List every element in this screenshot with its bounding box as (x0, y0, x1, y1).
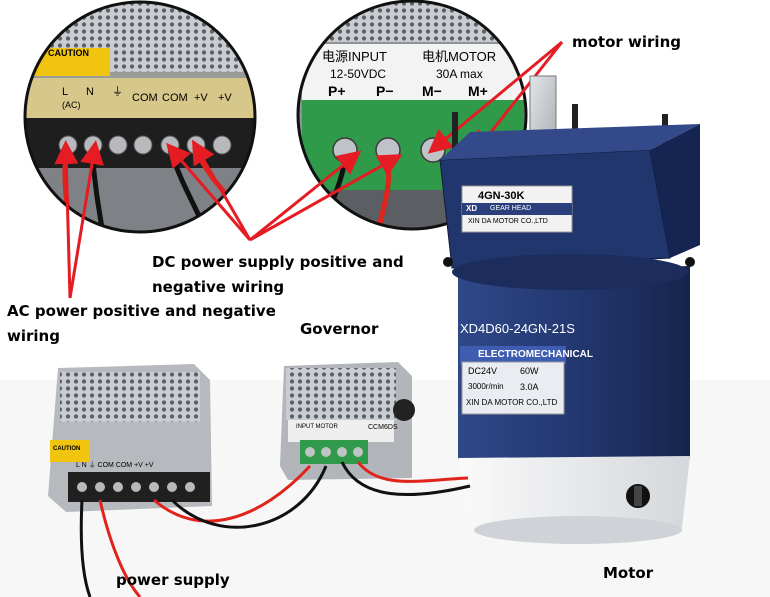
governor-voltage-range: 12-50VDC (330, 67, 387, 81)
small-governor-model: CCM6DS (368, 424, 398, 431)
switching-power-supply (48, 364, 212, 512)
small-psu-caution: CAUTION (53, 446, 81, 452)
label-motor-wiring: motor wiring (572, 33, 681, 51)
psu-terminal-closeup (25, 2, 255, 232)
motor-maker: XIN DA MOTOR CO.,LTD (466, 398, 558, 407)
governor-input-label: 电源INPUT (322, 49, 388, 64)
label-power-supply: power supply (116, 571, 230, 589)
spec-voltage: DC24V (468, 366, 498, 376)
electromechanical-band (460, 346, 566, 364)
governor-terminal-p-minus: P− (376, 83, 394, 99)
psu-terminal-L: L (62, 86, 69, 98)
spec-rpm: 3000r/min (468, 382, 504, 391)
psu-terminal-v-1: +V (194, 92, 208, 104)
label-ac-wiring: AC power positive and negative wiring (7, 302, 276, 345)
motor-band: ELECTROMECHANICAL (478, 349, 593, 360)
speed-knob (393, 399, 415, 421)
gear-head-label: 4GN-30K (478, 190, 525, 202)
gear-maker: XIN DA MOTOR CO.,LTD (468, 218, 548, 225)
governor-current-max: 30A max (436, 67, 483, 81)
speed-governor (280, 362, 415, 480)
small-psu-terminals: L N ⏚ COM COM +V +V (76, 462, 154, 469)
governor-terminal-m-plus: M+ (468, 83, 488, 99)
connecting-wires (79, 461, 471, 597)
psu-terminal-ground: ⏚ (112, 86, 123, 98)
label-dc-wiring: DC power supply positive and negative wi… (152, 253, 404, 296)
motor-model: XD4D60-24GN-21S (460, 321, 575, 336)
small-caution-sticker (50, 440, 90, 462)
gear-brand-badge: XD (466, 204, 478, 213)
spec-current: 3.0A (520, 382, 539, 392)
psu-terminal-v-2: +V (218, 92, 232, 104)
governor-terminal-m-minus: M− (422, 83, 442, 99)
dc-gear-motor (439, 75, 700, 544)
governor-terminal-p-plus: P+ (328, 83, 346, 99)
gear-head-text: GEAR HEAD (490, 205, 532, 212)
psu-caution-text: CAUTION (48, 48, 89, 58)
governor-motor-label: 电机MOTOR (422, 49, 497, 64)
label-governor: Governor (300, 320, 379, 338)
psu-terminal-com-1: COM (132, 92, 158, 104)
psu-ac-mark: (AC) (62, 100, 81, 110)
small-governor-header: INPUT MOTOR (296, 424, 338, 430)
spec-power: 60W (520, 366, 539, 376)
psu-terminal-N: N (86, 86, 94, 98)
label-motor: Motor (603, 564, 654, 582)
psu-terminal-com-2: COM (162, 92, 188, 104)
